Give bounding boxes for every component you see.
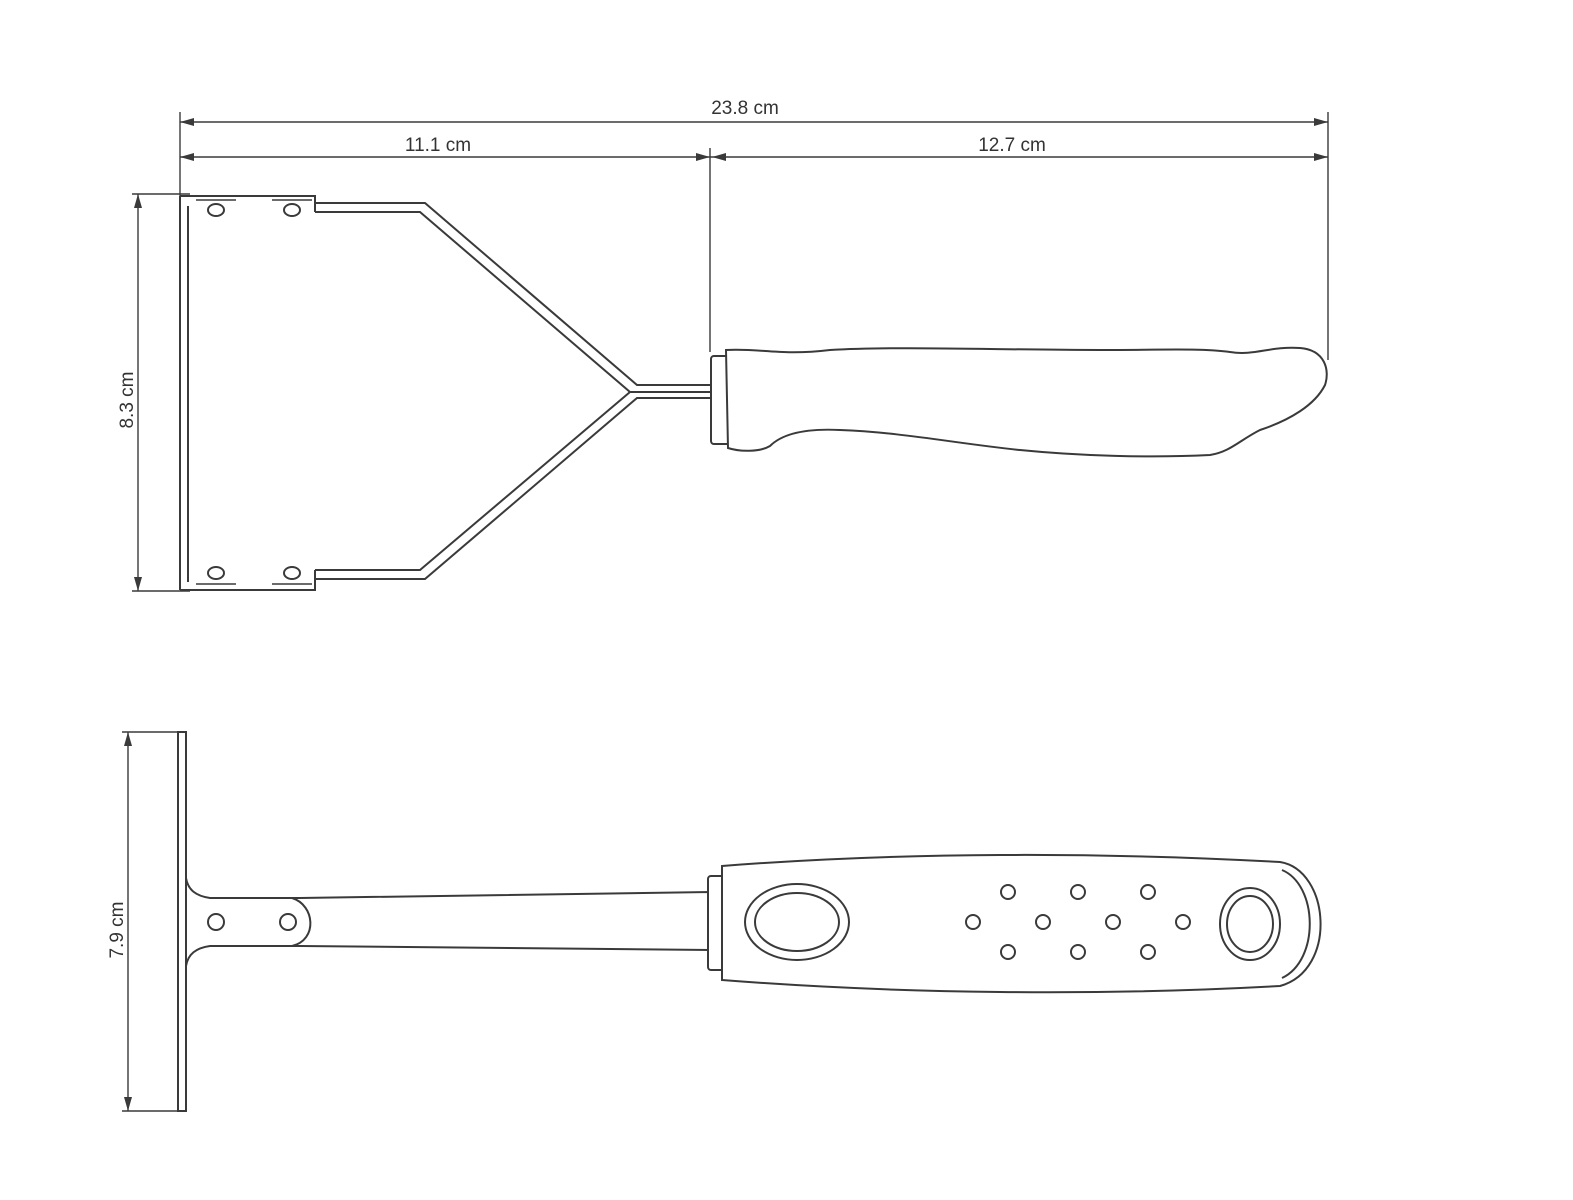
- top-view-masher: [177, 731, 1322, 1112]
- dimension-side-height: 8.3 cm: [117, 193, 190, 592]
- side-height-label: 8.3 cm: [117, 371, 138, 428]
- head-length-label: 11.1 cm: [405, 135, 471, 156]
- handle-length-label: 12.7 cm: [978, 135, 1046, 156]
- top-height-label: 7.9 cm: [107, 901, 128, 958]
- total-length-label: 23.8 cm: [711, 98, 779, 119]
- grip-dots: [965, 884, 1191, 960]
- dimension-handle-length: 12.7 cm: [710, 135, 1328, 161]
- handle-side: [710, 346, 1328, 458]
- dimension-top-height: 7.9 cm: [107, 731, 178, 1112]
- dimension-total-length: 23.8 cm: [179, 98, 1329, 360]
- dimension-head-length: 11.1 cm: [180, 135, 711, 352]
- grip-oval: [744, 883, 850, 961]
- hanging-hole: [1219, 887, 1281, 961]
- wire-frame: [179, 195, 712, 591]
- side-view-masher: [179, 195, 1328, 591]
